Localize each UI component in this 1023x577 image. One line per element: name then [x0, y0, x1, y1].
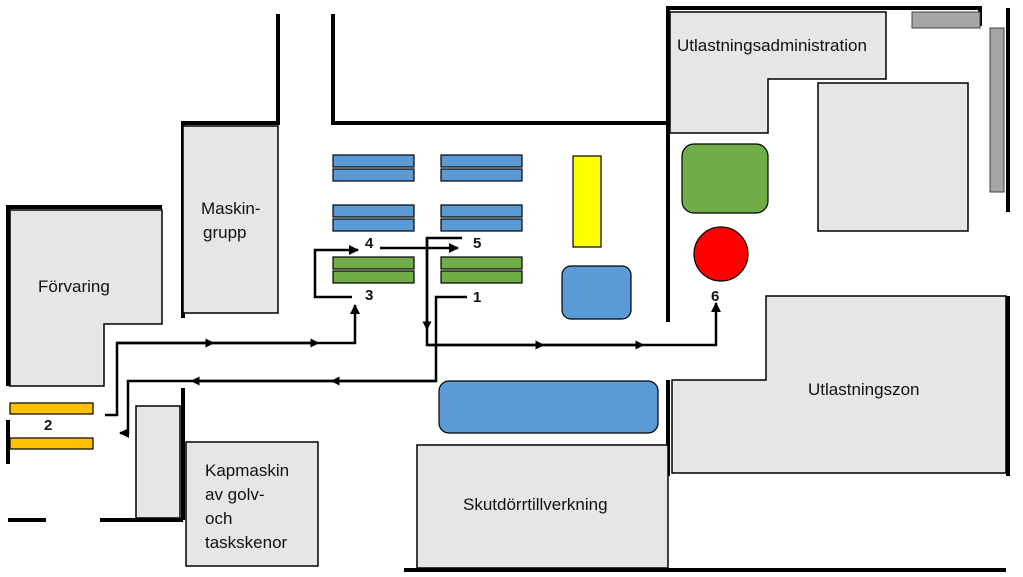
flow-3-to-4	[313, 245, 359, 299]
label-kapmaskin-line2: av golv-	[205, 485, 265, 504]
red-station	[693, 226, 749, 282]
room-kapmaskin	[185, 441, 319, 567]
green-table-1b	[332, 270, 415, 284]
blue-machine-large	[438, 380, 659, 434]
marker-6: 6	[711, 288, 719, 305]
marker-3: 3	[365, 287, 373, 304]
green-table-2a	[440, 256, 523, 270]
label-kapmaskin-line1: Kapmaskin	[205, 461, 289, 480]
blue-table-1b	[332, 168, 415, 182]
green-table-2b	[440, 270, 523, 284]
room-utlastningszon	[671, 295, 1007, 474]
room-utlastningsadministration	[669, 11, 887, 134]
label-maskingrupp-line2: grupp	[203, 223, 246, 242]
label-maskingrupp-line1: Maskin-	[201, 199, 261, 218]
marker-2: 2	[44, 417, 52, 434]
blue-machine-small	[561, 265, 632, 320]
room-maskingrupp	[182, 125, 279, 314]
label-utlastningsadministration: Utlastningsadministration	[677, 36, 867, 55]
marker-1: 1	[473, 289, 481, 306]
blue-table-2b	[440, 168, 523, 182]
orange-rack-top	[9, 402, 94, 415]
label-skutdorrtillverkning: Skutdörrtillverkning	[463, 495, 608, 514]
label-kapmaskin-line3: och	[205, 509, 232, 528]
wall-left-upper	[6, 205, 162, 386]
room-skutdorrtillverkning	[416, 444, 669, 569]
green-station	[681, 143, 769, 214]
blue-table-3a	[332, 204, 415, 218]
machines	[9, 143, 769, 450]
gray-block-top	[911, 11, 981, 29]
label-kapmaskin-line4: taskskenor	[205, 533, 288, 552]
rooms	[9, 11, 1007, 569]
blue-table-1a	[332, 154, 415, 168]
label-forvaring: Förvaring	[38, 277, 110, 296]
blue-table-3b	[332, 218, 415, 232]
marker-4: 4	[365, 235, 374, 252]
yellow-machine	[572, 155, 602, 248]
gray-block-right	[989, 27, 1005, 193]
wall-center-top	[331, 14, 670, 322]
blue-table-4a	[440, 204, 523, 218]
green-table-1a	[332, 256, 415, 270]
room-small-left	[135, 405, 181, 519]
orange-rack-bottom	[9, 437, 94, 450]
label-utlastningszon: Utlastningszon	[808, 380, 920, 399]
room-forvaring	[9, 209, 163, 387]
flow-paths	[105, 236, 721, 438]
room-admin-inner	[817, 82, 969, 232]
marker-5: 5	[473, 235, 481, 252]
blue-table-4b	[440, 218, 523, 232]
blue-table-2a	[440, 154, 523, 168]
